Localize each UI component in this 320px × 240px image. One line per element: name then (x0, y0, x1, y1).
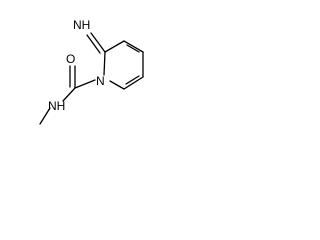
bond-imine-double-inner (86, 34, 101, 54)
bond-ring-c3-c4-double-inner (126, 44, 140, 53)
amide-nh-label: NH (48, 99, 65, 113)
imine-nh-label: NH (73, 18, 90, 32)
bond-ring-c5-to-c6 (123, 76, 144, 90)
bond-amide-n-to-methyl (39, 107, 51, 125)
bond-ring-n-to-carbonyl-c (74, 79, 96, 89)
molecule-structure-diagram: NH O N NH (39, 18, 144, 125)
bond-ring-c5-c6-double-inner (125, 75, 140, 85)
bond-ring-c2-to-c3 (104, 40, 125, 53)
bond-ring-c3-to-c4 (123, 40, 144, 53)
bond-ring-n-to-c2 (103, 51, 106, 76)
bond-imine-double-outer (90, 32, 106, 53)
bond-carbonyl-c-to-amide-n (62, 87, 76, 102)
carbonyl-oxygen-label: O (66, 52, 75, 66)
bond-ring-c6-to-n (109, 80, 125, 90)
ring-nitrogen-label: N (96, 74, 105, 88)
